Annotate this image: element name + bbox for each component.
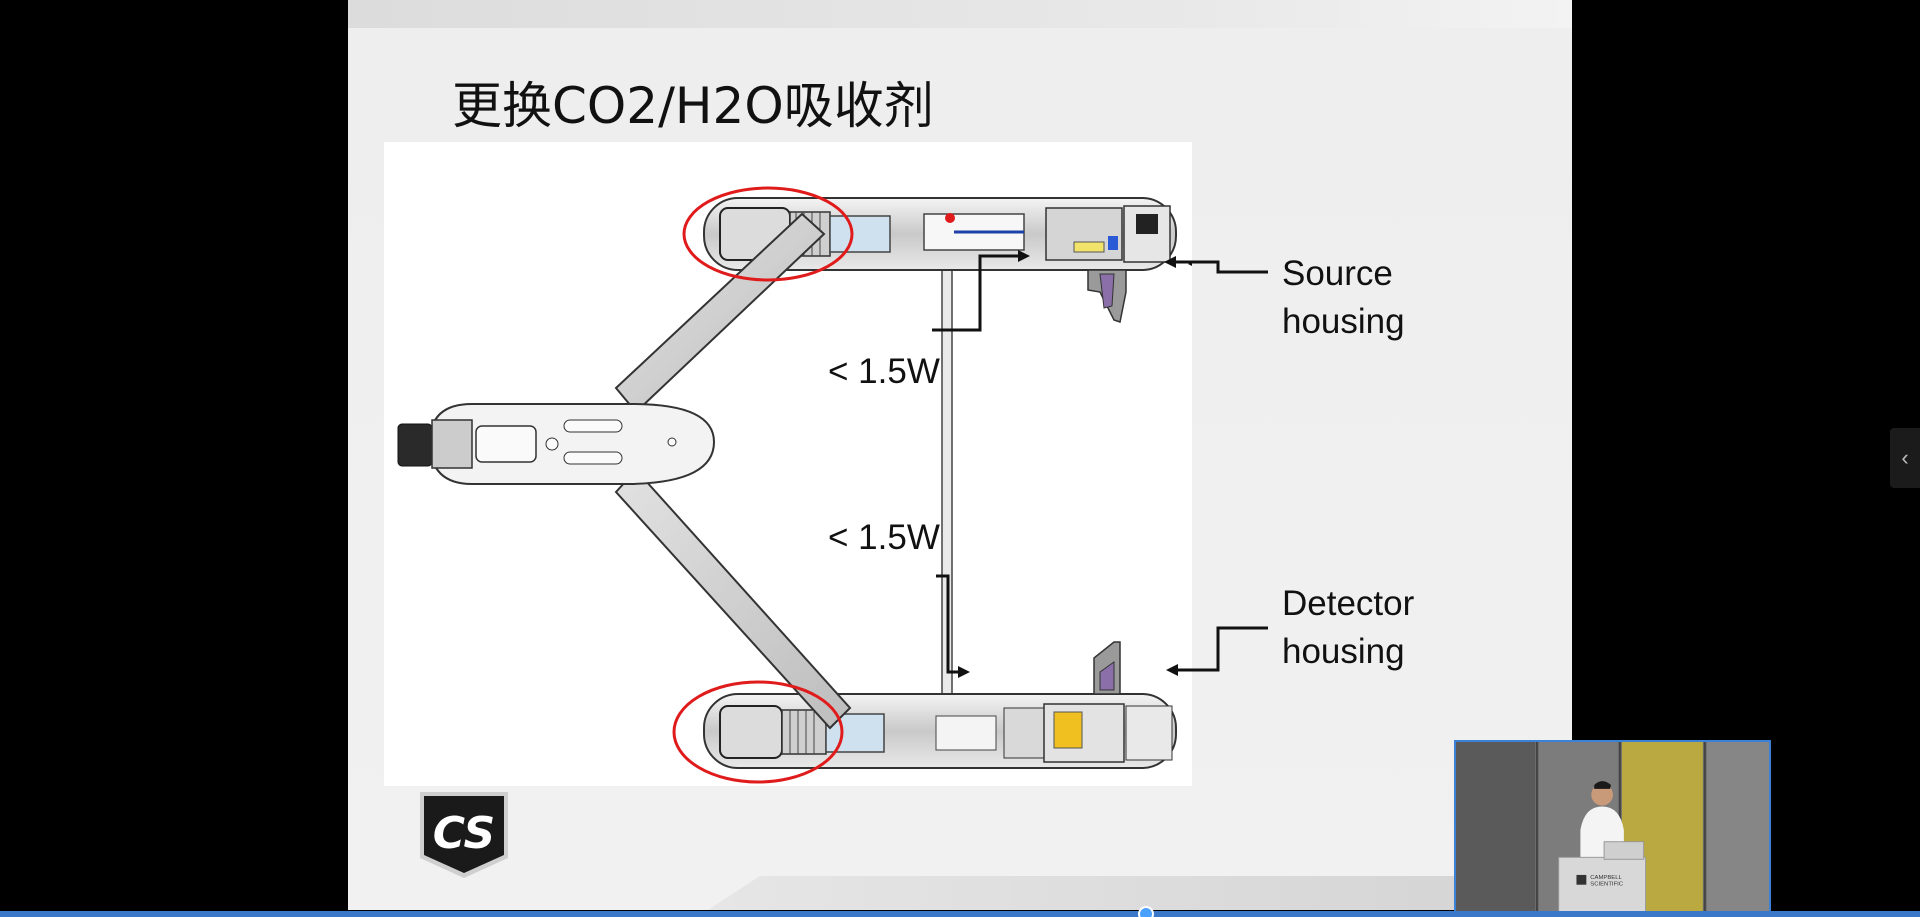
source-label-line1: Source bbox=[1282, 254, 1393, 293]
logo-text: CS bbox=[433, 808, 495, 859]
slide-bottom-band bbox=[708, 876, 1572, 910]
presenter-video[interactable]: CAMPBELL SCIENTIFIC bbox=[1454, 740, 1771, 917]
source-label-line2: housing bbox=[1282, 302, 1405, 341]
power-arrow-top bbox=[932, 254, 1018, 332]
analyzer-diagram-drawing bbox=[397, 186, 1192, 784]
electronics-body-drawing bbox=[397, 403, 716, 485]
slide-top-band bbox=[348, 0, 1572, 28]
slide-title: 更换CO2/H2O吸收剂 bbox=[452, 77, 934, 135]
power-arrow-bottom bbox=[936, 574, 960, 674]
power-label-top: < 1.5W bbox=[828, 352, 940, 391]
source-housing-drawing bbox=[703, 197, 1177, 323]
presentation-slide: 更换CO2/H2O吸收剂 bbox=[348, 0, 1572, 910]
detector-label-line1: Detector bbox=[1282, 584, 1415, 623]
video-progress-bar[interactable] bbox=[0, 911, 1920, 917]
podium-brand-line1: CAMPBELL bbox=[1590, 875, 1622, 881]
presenter-video-frame: CAMPBELL SCIENTIFIC bbox=[1456, 742, 1769, 915]
analyzer-diagram bbox=[384, 142, 1192, 786]
lower-arm bbox=[614, 468, 852, 730]
campbell-scientific-logo: CS bbox=[414, 786, 514, 882]
source-absorbent-highlight bbox=[682, 186, 854, 282]
side-panel-toggle-button[interactable]: ‹ bbox=[1890, 428, 1920, 488]
detector-absorbent-highlight bbox=[672, 680, 844, 784]
power-label-bottom: < 1.5W bbox=[828, 518, 940, 557]
video-progress-knob[interactable] bbox=[1138, 906, 1154, 917]
source-housing-label: Source housing bbox=[1282, 250, 1405, 346]
detector-label-line2: housing bbox=[1282, 632, 1405, 671]
podium-brand-line2: SCIENTIFIC bbox=[1590, 882, 1624, 888]
detector-housing-label: Detector housing bbox=[1282, 580, 1414, 676]
